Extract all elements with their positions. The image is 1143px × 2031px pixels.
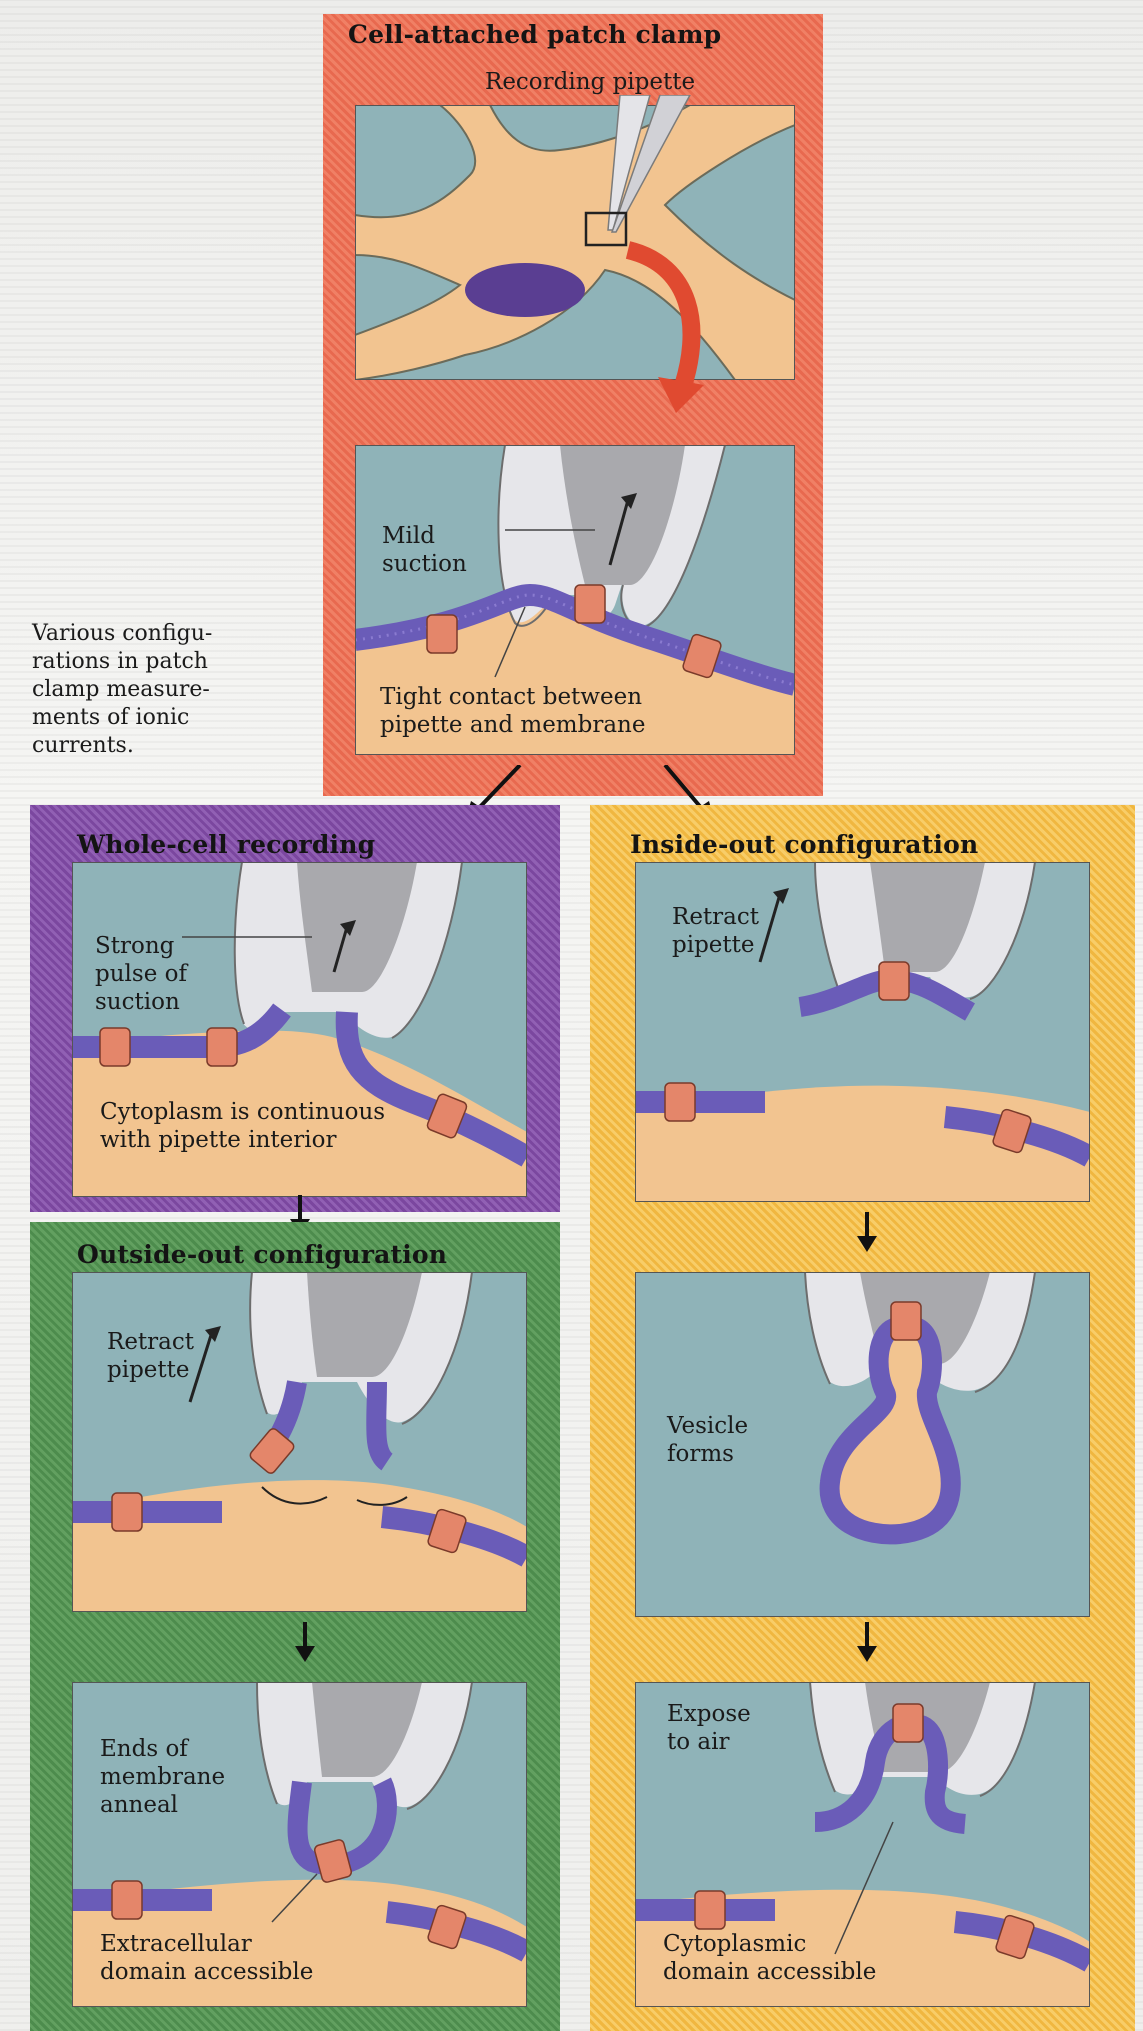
figure-caption: Various configu- rations in patch clamp …	[32, 620, 212, 760]
caption-line: rations in patch	[32, 648, 212, 676]
pipette-and-zoom-arrow	[580, 95, 720, 415]
expose-air-label: Expose to air	[667, 1700, 751, 1756]
down-arrow	[855, 1622, 879, 1662]
whole-cell-title: Whole-cell recording	[77, 830, 375, 859]
ends-anneal-line: anneal	[100, 1791, 225, 1819]
caption-line: clamp measure-	[32, 676, 212, 704]
ends-anneal-line: membrane	[100, 1763, 225, 1791]
cytoplasmic-label: Cytoplasmic domain accessible	[663, 1930, 876, 1986]
cell-attached-title: Cell-attached patch clamp	[348, 20, 721, 49]
retract-line: Retract	[107, 1328, 194, 1356]
strong-pulse-label: Strong pulse of suction	[95, 932, 187, 1016]
tight-contact-line: pipette and membrane	[380, 711, 645, 739]
outside-out-scene-1	[72, 1272, 527, 1612]
vesicle-line: forms	[667, 1440, 748, 1468]
inside-out-title: Inside-out configuration	[630, 830, 978, 859]
vesicle-label: Vesicle forms	[667, 1412, 748, 1468]
cytoplasm-line: with pipette interior	[100, 1126, 385, 1154]
mild-suction-label: Mild suction	[382, 522, 467, 578]
strong-pulse-line: suction	[95, 988, 187, 1016]
tight-contact-line: Tight contact between	[380, 683, 645, 711]
extracellular-label: Extracellular domain accessible	[100, 1930, 313, 1986]
mild-suction-line: suction	[382, 550, 467, 578]
down-arrow	[855, 1212, 879, 1252]
caption-line: Various configu-	[32, 620, 212, 648]
retract-line: pipette	[672, 931, 759, 959]
expose-line: to air	[667, 1728, 751, 1756]
recording-pipette-label: Recording pipette	[485, 68, 695, 96]
retract-line: pipette	[107, 1356, 194, 1384]
outside-retract-label: Retract pipette	[107, 1328, 194, 1384]
ends-anneal-label: Ends of membrane anneal	[100, 1735, 225, 1819]
strong-pulse-line: Strong	[95, 932, 187, 960]
vesicle-line: Vesicle	[667, 1412, 748, 1440]
extracellular-line: domain accessible	[100, 1958, 313, 1986]
tight-contact-label: Tight contact between pipette and membra…	[380, 683, 645, 739]
cytoplasmic-line: domain accessible	[663, 1958, 876, 1986]
mild-suction-line: Mild	[382, 522, 467, 550]
inside-retract-label: Retract pipette	[672, 903, 759, 959]
neuron-scene	[355, 105, 795, 380]
caption-line: ments of ionic	[32, 704, 212, 732]
strong-pulse-line: pulse of	[95, 960, 187, 988]
extracellular-line: Extracellular	[100, 1930, 313, 1958]
cytoplasmic-line: Cytoplasmic	[663, 1930, 876, 1958]
cytoplasm-label: Cytoplasm is continuous with pipette int…	[100, 1098, 385, 1154]
ends-anneal-line: Ends of	[100, 1735, 225, 1763]
outside-out-title: Outside-out configuration	[77, 1240, 447, 1269]
caption-line: currents.	[32, 732, 212, 760]
expose-line: Expose	[667, 1700, 751, 1728]
retract-line: Retract	[672, 903, 759, 931]
down-arrow	[293, 1622, 317, 1662]
cytoplasm-line: Cytoplasm is continuous	[100, 1098, 385, 1126]
